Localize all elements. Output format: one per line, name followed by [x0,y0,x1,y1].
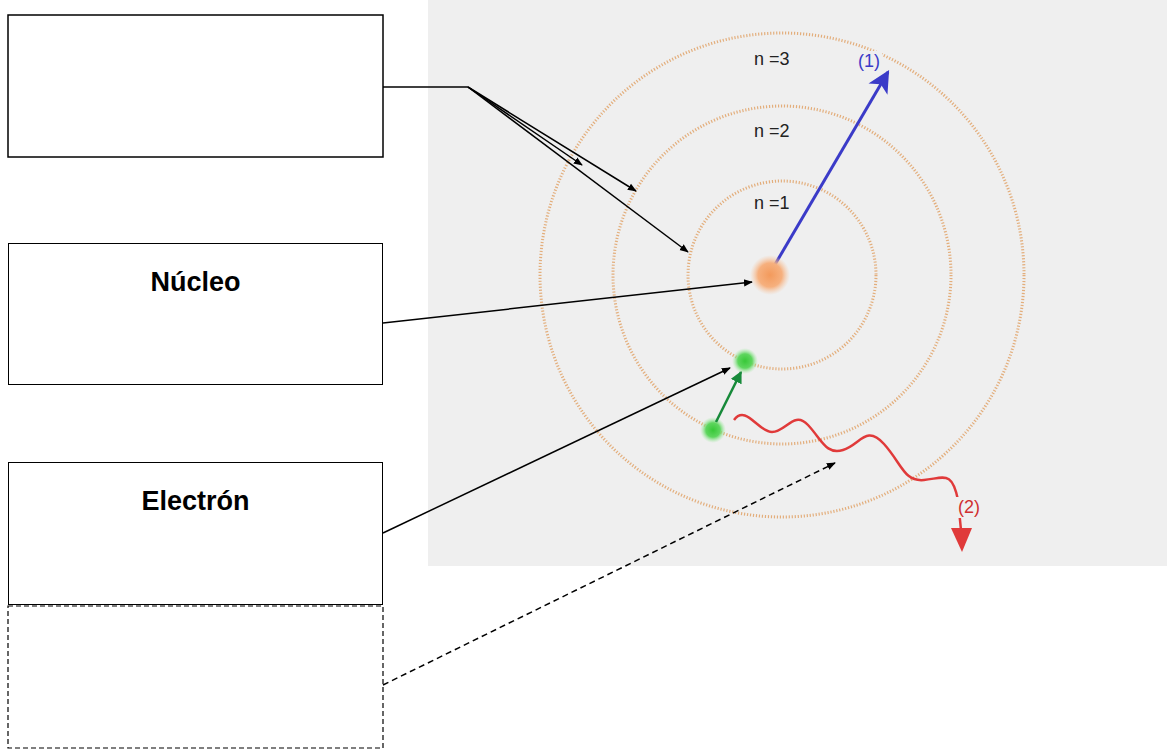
answer-box-dashed [8,606,383,748]
leader-arrow [468,87,582,165]
electron [700,417,726,443]
leader-arrow [468,87,636,191]
leader-arrow-dashed [383,463,835,685]
orbit-n1 [688,181,876,369]
callout-number: (2) [956,497,982,518]
leader-arrow [383,282,752,323]
orbits [540,33,1024,517]
leader-arrow [468,87,688,252]
part-name: Electrón [141,486,249,517]
label-box: Núcleo [8,243,383,385]
photon-wave [734,415,961,530]
leader-arrow [383,368,730,533]
leader-lines [383,87,835,685]
orbit-label: n =2 [752,121,792,142]
label-box: Electrón [8,462,383,605]
callout-number: (1) [856,51,882,72]
part-name: Núcleo [150,267,240,298]
transition-arrow [716,372,741,422]
electron [732,348,758,374]
orbit-n2 [613,106,951,444]
photon-arrowhead [951,528,972,552]
orbit-n3 [540,33,1024,517]
orbit-label: n =3 [752,49,792,70]
leader-line [383,86,468,88]
blue-arrow [770,72,888,273]
answer-box [8,15,383,157]
nucleus [750,255,790,295]
orbit-label: n =1 [752,193,792,214]
